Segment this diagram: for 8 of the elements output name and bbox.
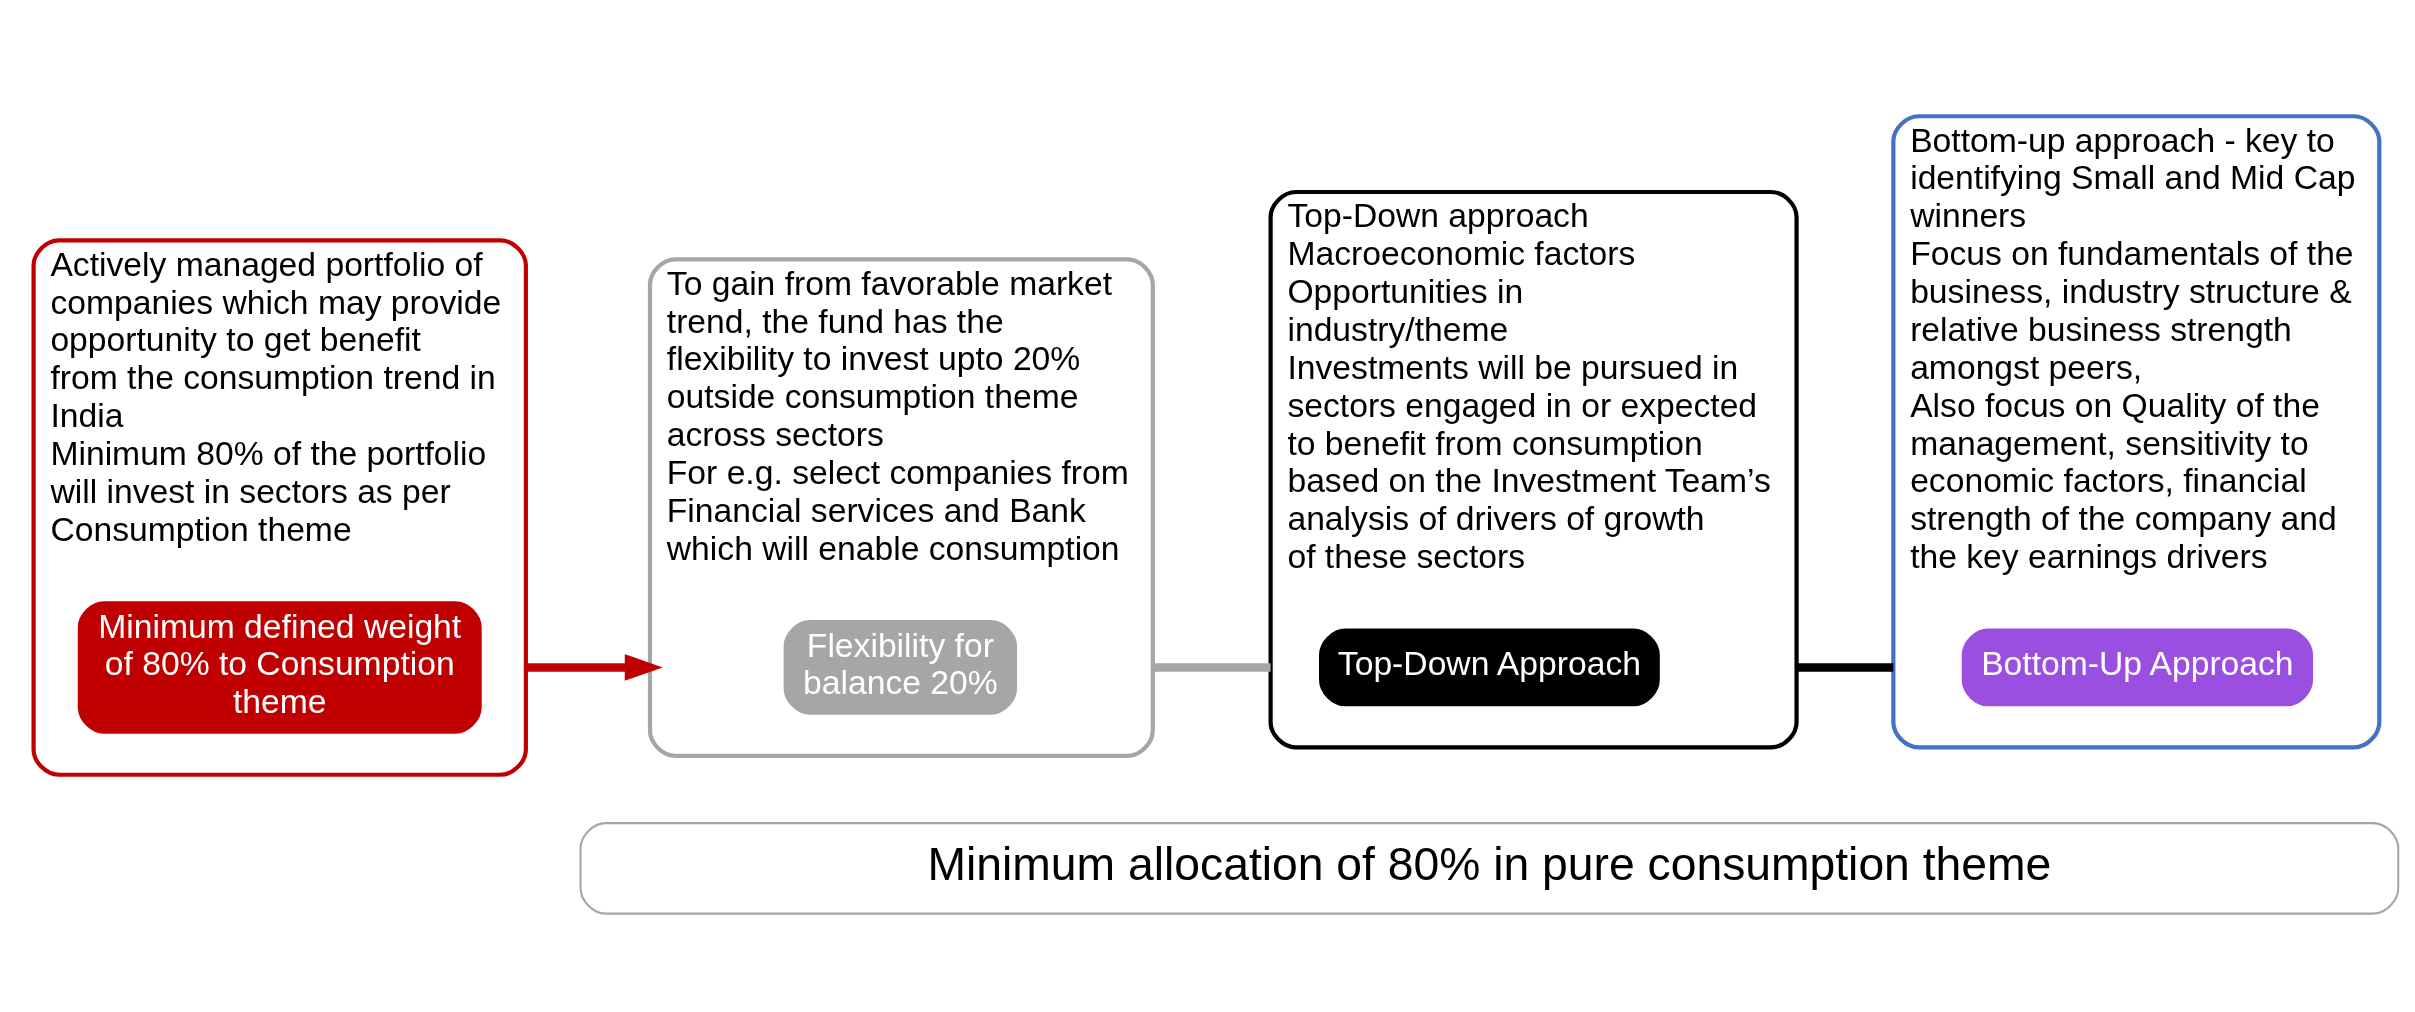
connector — [1796, 662, 1894, 672]
connector — [1152, 662, 1271, 672]
node-box: Top-Down Approach — [1319, 628, 1660, 706]
node-box: Minimum defined weight of 80% to Consumption theme — [77, 600, 482, 734]
node-box: Minimum allocation of 80% in pure consumption theme — [579, 821, 2400, 915]
node-box: Bottom-Up Approach — [1961, 628, 2314, 706]
node-box: Flexibility for balance 20% — [783, 619, 1018, 715]
arrow — [525, 653, 663, 681]
